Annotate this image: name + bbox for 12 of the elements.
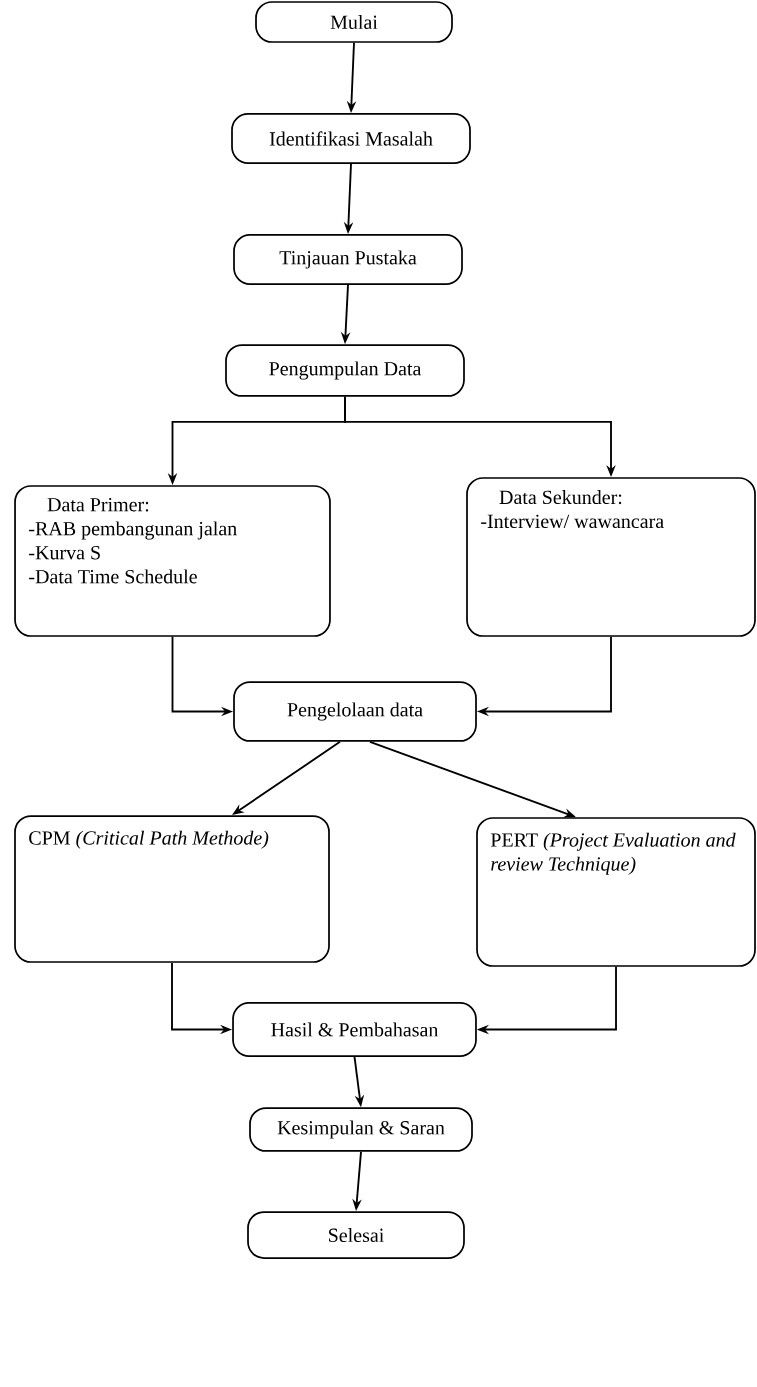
process-box: Tinjauan Pustaka — [233, 234, 463, 285]
process-box: Data Primer: -RAB pembangunan jalan -Kurva S -Data Time Schedule — [14, 485, 331, 637]
process-box: Kesimpulan & Saran — [249, 1107, 473, 1152]
process-box: Mulai — [255, 1, 453, 43]
process-box: Hasil & Pembahasan — [232, 1002, 477, 1057]
process-box: Pengumpulan Data — [225, 344, 465, 397]
process-box: Selesai — [247, 1211, 465, 1259]
process-box: CPM (Critical Path Methode) — [14, 815, 330, 963]
process-box: PERT (Project Evaluation and review Technique) — [476, 817, 756, 967]
process-box: Pengelolaan data — [233, 681, 477, 742]
process-box: Data Sekunder: -Interview/ wawancara — [466, 477, 756, 637]
process-box: Identifikasi Masalah — [231, 113, 471, 164]
